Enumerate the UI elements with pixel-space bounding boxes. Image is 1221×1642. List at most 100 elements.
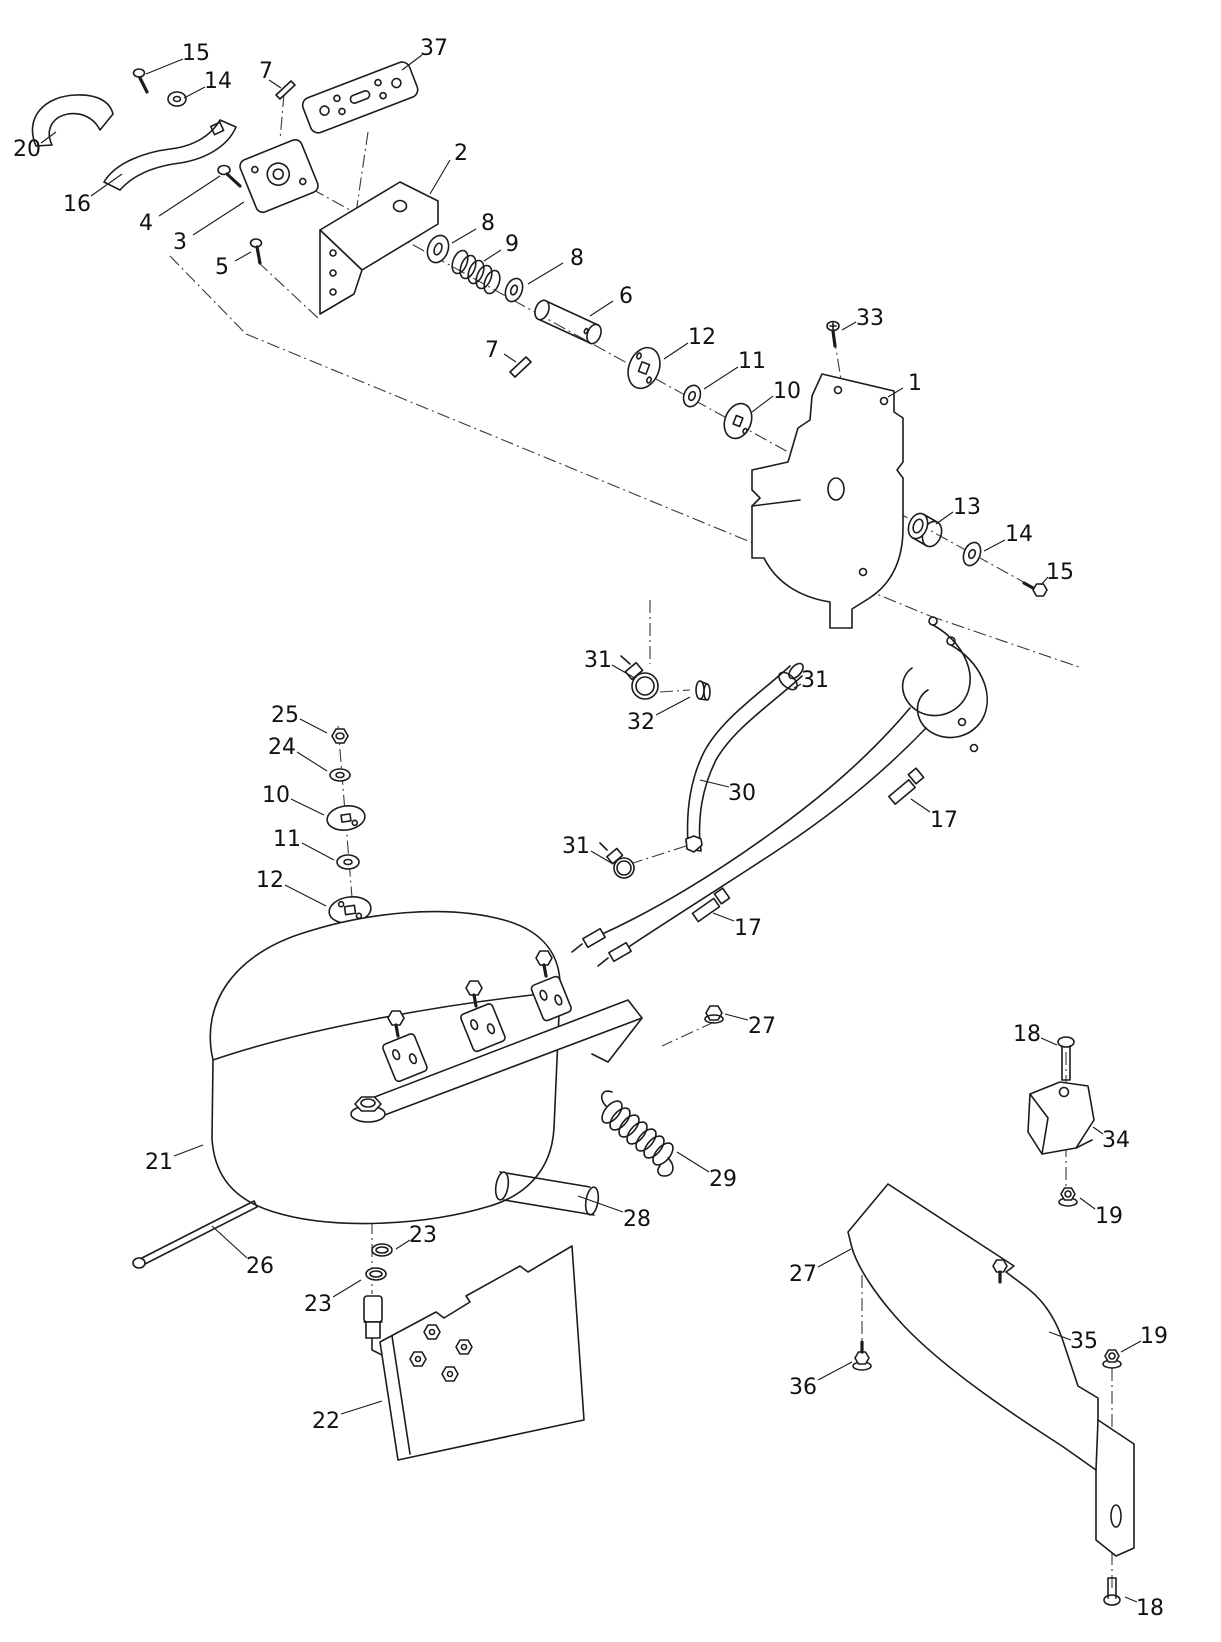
callout-label-27: 27	[748, 1014, 776, 1039]
screw-5	[249, 238, 263, 265]
callout-leader-9	[483, 249, 502, 262]
callout-leader-23	[332, 1279, 362, 1298]
callout-leader-26	[211, 1225, 248, 1259]
callout-label-22: 22	[312, 1409, 340, 1434]
callout-leader-33	[841, 321, 857, 331]
callout-leader-19	[1079, 1197, 1096, 1210]
callout-leader-7	[503, 353, 517, 363]
callout-label-20: 20	[13, 137, 41, 162]
callout-leader-10	[751, 395, 774, 413]
pivot-plate-3	[239, 138, 319, 214]
bolt-18-upper	[1057, 1036, 1075, 1081]
panel-stud	[992, 1259, 1008, 1284]
rod-26	[132, 1200, 258, 1269]
callout-leader-13	[935, 511, 954, 525]
callout-label-2: 2	[454, 141, 468, 166]
friction-disc-10-lower	[326, 805, 366, 831]
fitting-32	[695, 680, 711, 701]
callout-label-34: 34	[1102, 1128, 1130, 1153]
callout-label-35: 35	[1070, 1329, 1098, 1354]
callout-label-11: 11	[738, 349, 766, 374]
callout-leader-17	[712, 912, 735, 922]
callout-label-7: 7	[259, 59, 273, 84]
callout-leader-8	[527, 262, 564, 285]
washer-8-right	[504, 277, 524, 303]
callout-label-29: 29	[709, 1167, 737, 1192]
rail-bolt-2	[465, 980, 483, 1008]
callout-label-24: 24	[268, 735, 296, 760]
torsion-spring-29	[600, 1090, 674, 1177]
callout-leader-12	[663, 342, 689, 360]
callout-leader-4	[158, 175, 221, 217]
plate-bolt-3	[409, 1351, 427, 1367]
callout-label-23: 23	[409, 1223, 437, 1248]
washer-14-right	[962, 541, 982, 567]
callout-leader-16	[90, 173, 123, 197]
callout-label-1: 1	[908, 371, 922, 396]
rail-bolt-3	[535, 950, 553, 978]
rail-bracket-3	[530, 975, 572, 1022]
rail-bracket-2	[460, 1003, 506, 1053]
callout-label-32: 32	[627, 710, 655, 735]
hose-clamp-31-exploded	[620, 655, 659, 700]
friction-disc-12-upper	[627, 346, 661, 390]
washer-11-upper	[682, 384, 702, 408]
callout-label-26: 26	[246, 1254, 274, 1279]
plate-bolt-2	[455, 1339, 473, 1355]
callout-leader-20	[40, 131, 57, 144]
callout-label-12: 12	[688, 325, 716, 350]
callout-leader-30	[699, 779, 730, 788]
flange-nut-27-upper	[704, 1005, 724, 1024]
callout-label-5: 5	[215, 255, 229, 280]
callout-label-19: 19	[1140, 1324, 1168, 1349]
callout-label-10: 10	[773, 379, 801, 404]
screw-33	[826, 320, 840, 348]
callout-leader-31	[590, 850, 614, 865]
fuel-hose-30	[685, 662, 804, 853]
screw-36	[852, 1340, 872, 1371]
callout-label-31: 31	[584, 648, 612, 673]
callout-label-16: 16	[63, 192, 91, 217]
callout-label-6: 6	[619, 284, 633, 309]
control-lever	[103, 119, 237, 191]
control-cable-lower	[597, 636, 988, 967]
washer-11-lower	[336, 854, 360, 870]
flange-nut-19-lower	[1102, 1349, 1122, 1369]
callout-label-25: 25	[271, 703, 299, 728]
callout-leader-6	[589, 300, 614, 317]
callout-label-37: 37	[420, 36, 448, 61]
callout-leader-32	[655, 696, 691, 716]
mount-plate-22	[379, 1245, 585, 1461]
callout-leader-34	[1092, 1126, 1104, 1135]
callout-leader-18	[1040, 1037, 1058, 1046]
callout-leader-15	[1040, 576, 1049, 586]
bracket-34	[1027, 1081, 1095, 1155]
callout-label-36: 36	[789, 1375, 817, 1400]
callout-leader-14	[983, 539, 1006, 552]
callout-label-14: 14	[204, 69, 232, 94]
callout-leader-14	[183, 86, 206, 99]
roll-pin-7-upper	[275, 80, 296, 100]
callout-leader-8	[451, 228, 477, 244]
bushing-13	[907, 512, 943, 548]
callout-label-17: 17	[930, 808, 958, 833]
callout-label-11: 11	[273, 827, 301, 852]
callout-label-18: 18	[1136, 1596, 1164, 1621]
callout-leader-37	[401, 54, 423, 71]
callout-label-18: 18	[1013, 1022, 1041, 1047]
rail-bracket-1	[382, 1033, 428, 1083]
o-ring-23-lower	[365, 1267, 387, 1281]
indicator-plate-37	[301, 61, 419, 134]
callout-label-3: 3	[173, 230, 187, 255]
callout-leader-3	[192, 201, 245, 236]
callout-leader-21	[173, 1144, 204, 1157]
callout-label-27: 27	[789, 1262, 817, 1287]
callout-label-13: 13	[953, 495, 981, 520]
friction-disc-10-upper	[723, 402, 753, 440]
spacer-6	[534, 299, 602, 345]
callout-leader-19	[1120, 1340, 1142, 1353]
panel-35	[847, 1183, 1135, 1557]
callout-label-8: 8	[570, 246, 584, 271]
callout-leader-27	[724, 1013, 749, 1021]
screw-4	[217, 164, 242, 188]
